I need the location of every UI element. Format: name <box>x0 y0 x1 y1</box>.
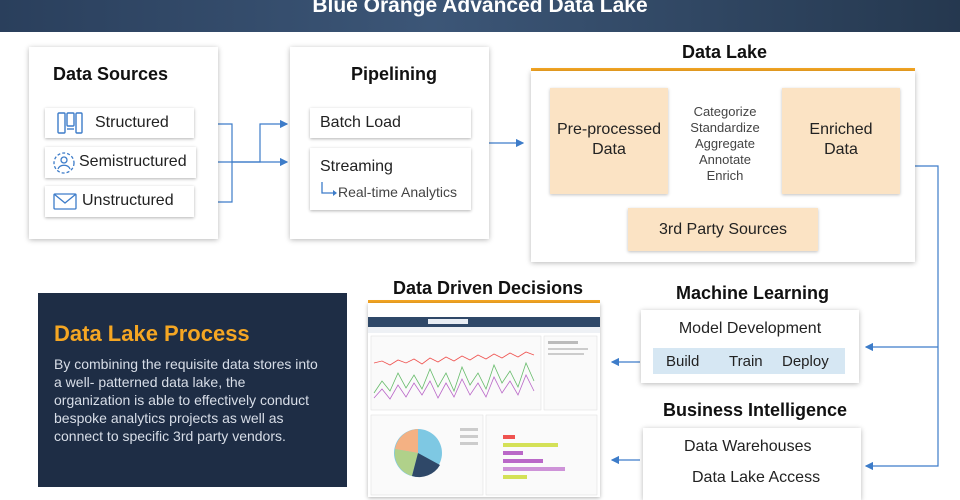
data-lake-access-label: Data Lake Access <box>692 469 821 486</box>
decisions-title: Data Driven Decisions <box>393 278 584 298</box>
data-sources-title: Data Sources <box>53 64 169 84</box>
decisions-accent-bar <box>368 300 600 303</box>
bi-title: Business Intelligence <box>663 400 848 420</box>
streaming: Streaming Real-time Analytics <box>310 148 471 210</box>
semistructured-icon <box>53 152 75 174</box>
ml-step-deploy: Deploy <box>782 353 829 370</box>
banner-title: Blue Orange Advanced Data Lake <box>312 0 648 17</box>
batch-load: Batch Load <box>310 108 471 138</box>
data-lake-accent-bar <box>531 68 915 71</box>
ml-step-train: Train <box>729 353 763 370</box>
preprocessed-box: Pre-processed Data <box>550 88 668 194</box>
unstructured-icon <box>53 193 77 210</box>
data-warehouses-label: Data Warehouses <box>684 438 812 455</box>
source-label: Semistructured <box>79 153 187 170</box>
process-panel: Data Lake Process By combining the requi… <box>38 293 347 487</box>
operation-item: Enrich <box>706 168 744 183</box>
enriched-label: Enriched Data <box>809 121 873 158</box>
operations-list: Categorize Standardize Aggregate Annotat… <box>669 104 781 184</box>
ml-step-build: Build <box>666 353 700 370</box>
source-label: Unstructured <box>82 192 174 209</box>
process-body: By combining the requisite data stores i… <box>54 356 318 444</box>
source-structured: Structured <box>45 108 194 138</box>
ml-card: Model Development Build Train Deploy <box>641 310 859 383</box>
model-development-label: Model Development <box>678 320 822 337</box>
third-party-box: 3rd Party Sources <box>628 208 818 251</box>
source-semistructured: Semistructured <box>45 147 196 178</box>
source-label: Structured <box>95 114 169 131</box>
title-banner: Blue Orange Advanced Data Lake <box>0 0 960 32</box>
source-unstructured: Unstructured <box>45 186 194 217</box>
enriched-box: Enriched Data <box>782 88 900 194</box>
process-title: Data Lake Process <box>54 321 250 346</box>
streaming-label: Streaming <box>320 158 393 175</box>
operation-item: Annotate <box>698 152 752 167</box>
data-lake-title: Data Lake <box>682 42 768 62</box>
operation-item: Aggregate <box>695 136 755 151</box>
structured-icon <box>57 112 83 134</box>
batch-load-label: Batch Load <box>320 114 401 131</box>
ml-steps-bar: Build Train Deploy <box>653 348 845 374</box>
bi-card: Data Warehouses Data Lake Access <box>643 428 861 500</box>
ml-title: Machine Learning <box>676 283 830 303</box>
operation-item: Categorize <box>693 104 757 119</box>
dashboard-image <box>368 317 600 496</box>
pipelining-title: Pipelining <box>351 64 438 84</box>
preprocessed-label: Pre-processed Data <box>556 121 662 158</box>
realtime-label: Real-time Analytics <box>338 184 458 200</box>
sub-arrow-icon <box>321 182 337 196</box>
operation-item: Standardize <box>690 120 760 135</box>
dashboard-thumbnail <box>368 303 600 497</box>
third-party-label: 3rd Party Sources <box>658 221 788 238</box>
